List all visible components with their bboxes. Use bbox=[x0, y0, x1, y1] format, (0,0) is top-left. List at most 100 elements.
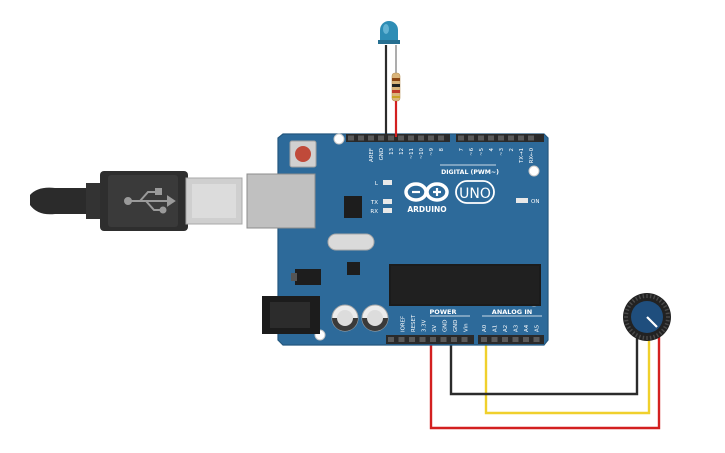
capacitor bbox=[331, 304, 359, 332]
led-on-label: ON bbox=[531, 199, 539, 205]
atmega-chip bbox=[389, 264, 541, 306]
usb-chip bbox=[344, 196, 362, 218]
pin-label: A2 bbox=[503, 325, 509, 332]
potentiometer-tick bbox=[634, 296, 639, 301]
header-pin-hole[interactable] bbox=[498, 135, 504, 141]
header-pin-hole[interactable] bbox=[528, 135, 534, 141]
pin-label: ~11 bbox=[409, 148, 415, 159]
potentiometer-tick bbox=[664, 322, 669, 326]
usb-port bbox=[246, 173, 316, 229]
header-pin-hole[interactable] bbox=[398, 337, 405, 342]
potentiometer-tick bbox=[665, 312, 670, 315]
pin-label: GND bbox=[453, 320, 459, 332]
potentiometer-tick bbox=[658, 331, 663, 336]
pin-label: RESET bbox=[411, 314, 417, 332]
header-pin-hole[interactable] bbox=[508, 135, 514, 141]
usb-icon bbox=[124, 188, 176, 214]
header-pin-hole[interactable] bbox=[409, 337, 415, 342]
wire-red-5v[interactable] bbox=[429, 330, 661, 430]
power-label: POWER bbox=[430, 308, 457, 316]
header-pin-hole[interactable] bbox=[523, 337, 529, 342]
header-pin-hole[interactable] bbox=[348, 135, 354, 141]
header-pin-hole[interactable] bbox=[488, 135, 494, 141]
pin-label: GND bbox=[443, 320, 449, 332]
header-pin-hole[interactable] bbox=[478, 135, 484, 141]
potentiometer-tick bbox=[661, 301, 666, 306]
header-pin-hole[interactable] bbox=[428, 135, 434, 141]
led-on-indicator bbox=[516, 198, 528, 203]
header-pin-hole[interactable] bbox=[491, 337, 498, 342]
pin-label: 13 bbox=[389, 148, 395, 155]
potentiometer-tick bbox=[634, 333, 639, 338]
header-pin-hole[interactable] bbox=[388, 337, 394, 342]
potentiometer-tick bbox=[655, 333, 660, 338]
power-jack bbox=[262, 296, 320, 334]
pin-label: AREF bbox=[369, 148, 375, 162]
resistor[interactable] bbox=[391, 45, 401, 102]
blue-led[interactable] bbox=[378, 21, 400, 44]
potentiometer[interactable] bbox=[623, 293, 671, 341]
header-pin-hole[interactable] bbox=[358, 135, 364, 141]
potentiometer-tick bbox=[625, 308, 630, 312]
pin-label: RX←0 bbox=[529, 147, 535, 163]
pin-label: 12 bbox=[399, 148, 405, 155]
header-pin-hole[interactable] bbox=[468, 135, 474, 141]
header-pin-hole[interactable] bbox=[408, 135, 414, 141]
potentiometer-tick bbox=[642, 294, 645, 299]
analog-header bbox=[478, 335, 544, 344]
led-tx-label: TX bbox=[370, 200, 378, 206]
usb-cable[interactable] bbox=[30, 171, 243, 231]
small-chip bbox=[347, 262, 360, 275]
header-pin-hole[interactable] bbox=[368, 135, 374, 141]
pin-label: ~3 bbox=[499, 148, 505, 156]
header-pin-hole[interactable] bbox=[512, 337, 519, 342]
header-pin-hole[interactable] bbox=[430, 337, 436, 342]
header-pin-hole[interactable] bbox=[533, 337, 540, 342]
led-l-indicator bbox=[383, 180, 392, 185]
potentiometer-tick bbox=[664, 308, 669, 312]
pin-label: A4 bbox=[524, 324, 530, 332]
pin-label: ~5 bbox=[479, 148, 485, 156]
header-pin-hole[interactable] bbox=[451, 337, 457, 342]
pin-label: GND bbox=[379, 148, 385, 160]
header-pin-hole[interactable] bbox=[461, 337, 468, 342]
header-pin-hole[interactable] bbox=[419, 337, 426, 342]
wire-yellow-a0[interactable] bbox=[484, 330, 651, 415]
header-pin-hole[interactable] bbox=[388, 135, 394, 141]
power-analog-pin-holes bbox=[388, 337, 540, 342]
pin-label: IOREF bbox=[401, 316, 407, 332]
voltage-regulator bbox=[291, 269, 321, 285]
potentiometer-tick bbox=[658, 298, 663, 303]
potentiometer-tick bbox=[638, 295, 642, 300]
pin-label: 8 bbox=[439, 147, 445, 151]
pin-label: TX→1 bbox=[519, 148, 525, 164]
led-rx-label: RX bbox=[370, 209, 378, 215]
potentiometer-tick bbox=[631, 331, 636, 336]
header-pin-hole[interactable] bbox=[398, 135, 404, 141]
potentiometer-tick bbox=[631, 298, 636, 303]
model-badge bbox=[455, 180, 495, 204]
header-pin-hole[interactable] bbox=[438, 135, 444, 141]
header-pin-hole[interactable] bbox=[418, 135, 424, 141]
potentiometer-tick bbox=[649, 335, 652, 340]
header-pin-hole[interactable] bbox=[458, 135, 464, 141]
pin-label: A3 bbox=[514, 325, 520, 332]
potentiometer-tick bbox=[626, 325, 631, 330]
potentiometer-tick bbox=[655, 296, 660, 301]
header-pin-hole[interactable] bbox=[481, 337, 487, 342]
led-tx-indicator bbox=[383, 199, 392, 204]
potentiometer-ticks bbox=[624, 294, 670, 340]
potentiometer-tick bbox=[652, 295, 656, 300]
mounting-hole bbox=[333, 133, 345, 145]
wire-black-gnd[interactable] bbox=[449, 330, 639, 396]
header-pin-hole[interactable] bbox=[440, 337, 447, 342]
header-pin-hole[interactable] bbox=[502, 337, 508, 342]
header-pin-hole[interactable] bbox=[378, 135, 384, 141]
header-pin-hole[interactable] bbox=[518, 135, 524, 141]
potentiometer-tick bbox=[624, 319, 629, 322]
pin-label: 5V bbox=[432, 325, 438, 332]
reset-button[interactable] bbox=[289, 140, 317, 168]
led-rx-indicator bbox=[383, 208, 392, 213]
